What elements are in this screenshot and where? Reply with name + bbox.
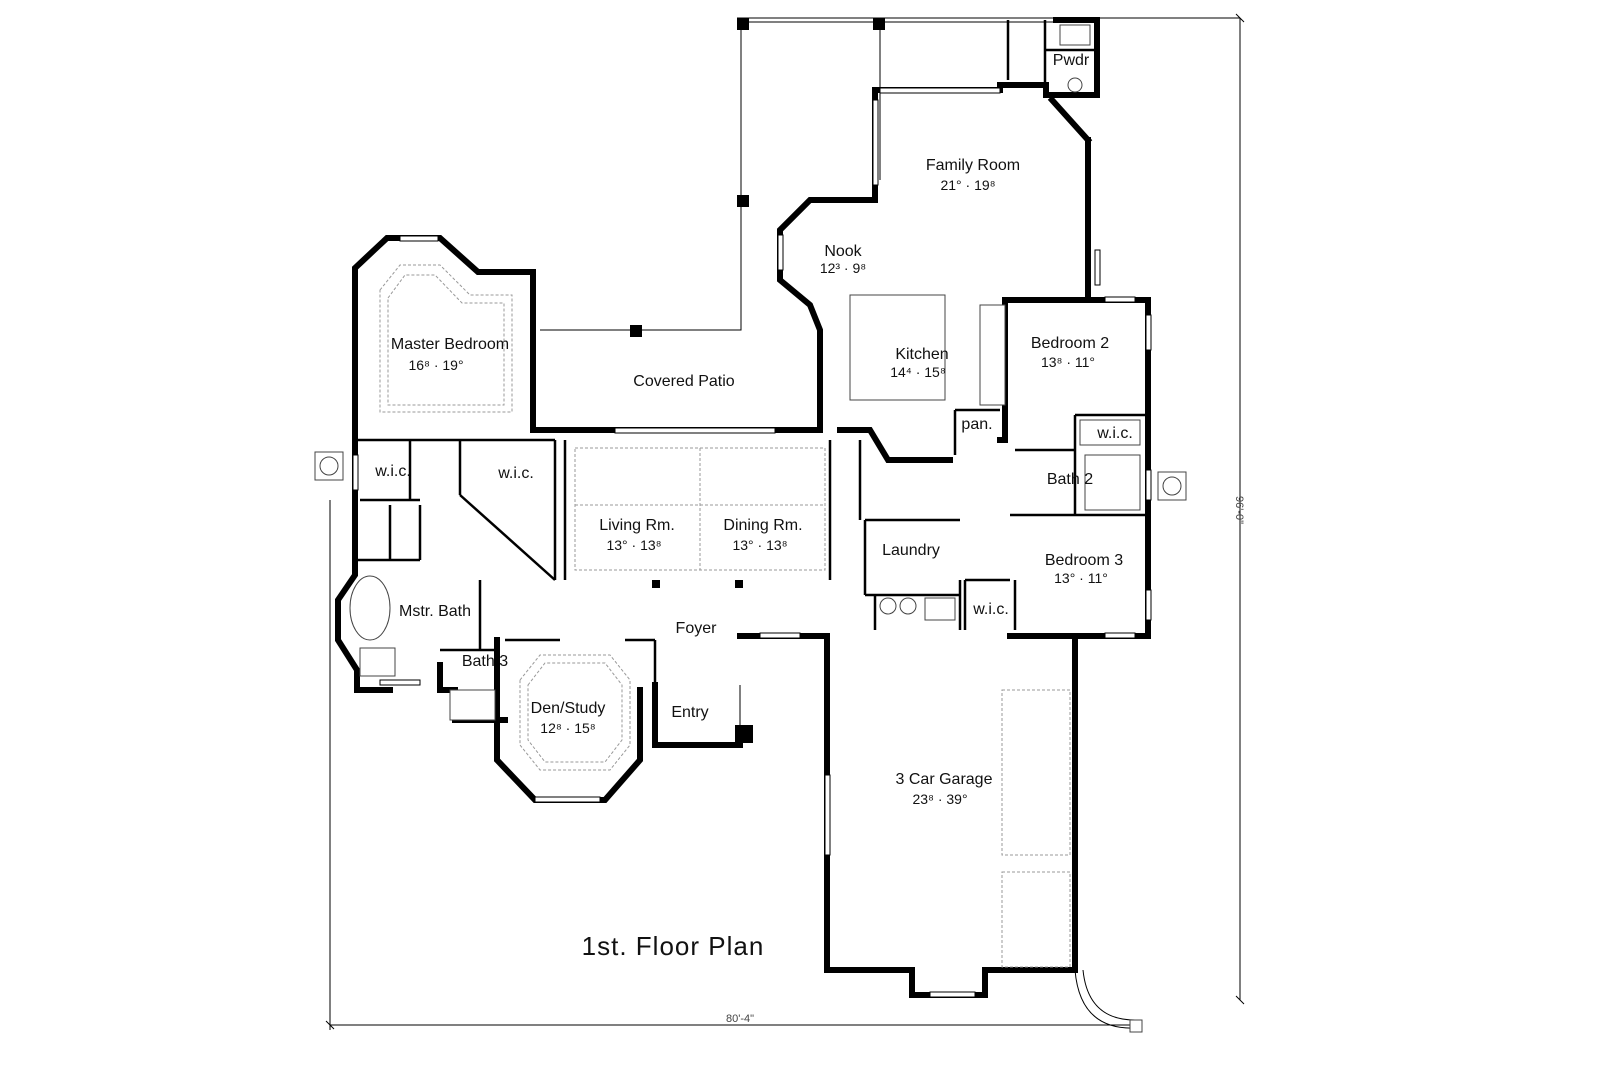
room-label-foyer: Foyer (676, 620, 718, 637)
interior-walls (355, 20, 1148, 690)
room-label-covered-patio: Covered Patio (633, 373, 734, 390)
room-dims-bedroom-2: 13⁸ · 11° (1041, 354, 1095, 370)
room-label-living-room: Living Rm. (599, 517, 675, 534)
room-label-bedroom-2: Bedroom 2 (1031, 335, 1109, 352)
room-label-nook: Nook (824, 243, 862, 260)
room-dims-den-study: 12⁸ · 15⁸ (540, 720, 595, 736)
room-label-garage: 3 Car Garage (896, 771, 993, 788)
room-label-den-study: Den/Study (531, 700, 606, 717)
room-dims-living-room: 13° · 13⁸ (606, 537, 661, 553)
room-dims-master-bedroom: 16⁸ · 19° (408, 357, 463, 373)
ceiling-outlines (379, 264, 1071, 968)
room-dims-family-room: 21° · 19⁸ (940, 177, 995, 193)
room-dims-bedroom-3: 13° · 11° (1054, 570, 1108, 586)
room-label-bath-2: Bath 2 (1047, 471, 1093, 488)
room-label-mstr-bath: Mstr. Bath (399, 603, 471, 620)
overall-depth-label: 96'-0" (1233, 496, 1245, 524)
room-label-wic-master-1: w.i.c. (374, 463, 411, 480)
room-label-wic-master-2: w.i.c. (497, 465, 534, 482)
room-label-master-bedroom: Master Bedroom (391, 336, 509, 353)
fixtures (314, 24, 1187, 721)
dimension-lines (325, 13, 1245, 1030)
patio-outline (540, 21, 1058, 331)
room-label-dining-room: Dining Rm. (723, 517, 802, 534)
room-label-wic-bed2: w.i.c. (1096, 425, 1133, 442)
entry-walkway (739, 685, 1143, 1033)
plan-title: 1st. Floor Plan (582, 931, 765, 961)
windows (352, 87, 1152, 998)
room-label-pantry: pan. (961, 416, 992, 433)
room-label-family-room: Family Room (926, 157, 1020, 174)
room-label-bedroom-3: Bedroom 3 (1045, 552, 1123, 569)
room-label-kitchen: Kitchen (895, 346, 948, 363)
room-label-laundry: Laundry (882, 542, 940, 559)
room-label-wic-bed3: w.i.c. (972, 601, 1009, 618)
exterior-walls (335, 17, 1151, 998)
room-dims-nook: 12³ · 9⁸ (820, 260, 866, 276)
room-dims-dining-room: 13° · 13⁸ (732, 537, 787, 553)
room-dims-garage: 23⁸ · 39° (912, 791, 967, 807)
overall-width-label: 80'-4" (726, 1013, 754, 1025)
room-label-entry: Entry (671, 704, 708, 721)
room-label-pwdr: Pwdr (1053, 52, 1090, 69)
room-label-bath-3: Bath 3 (462, 653, 508, 670)
room-dims-kitchen: 14⁴ · 15⁸ (890, 364, 946, 380)
room-labels: Family Room 21° · 19⁸ Nook 12³ · 9⁸ Mast… (374, 52, 1133, 807)
